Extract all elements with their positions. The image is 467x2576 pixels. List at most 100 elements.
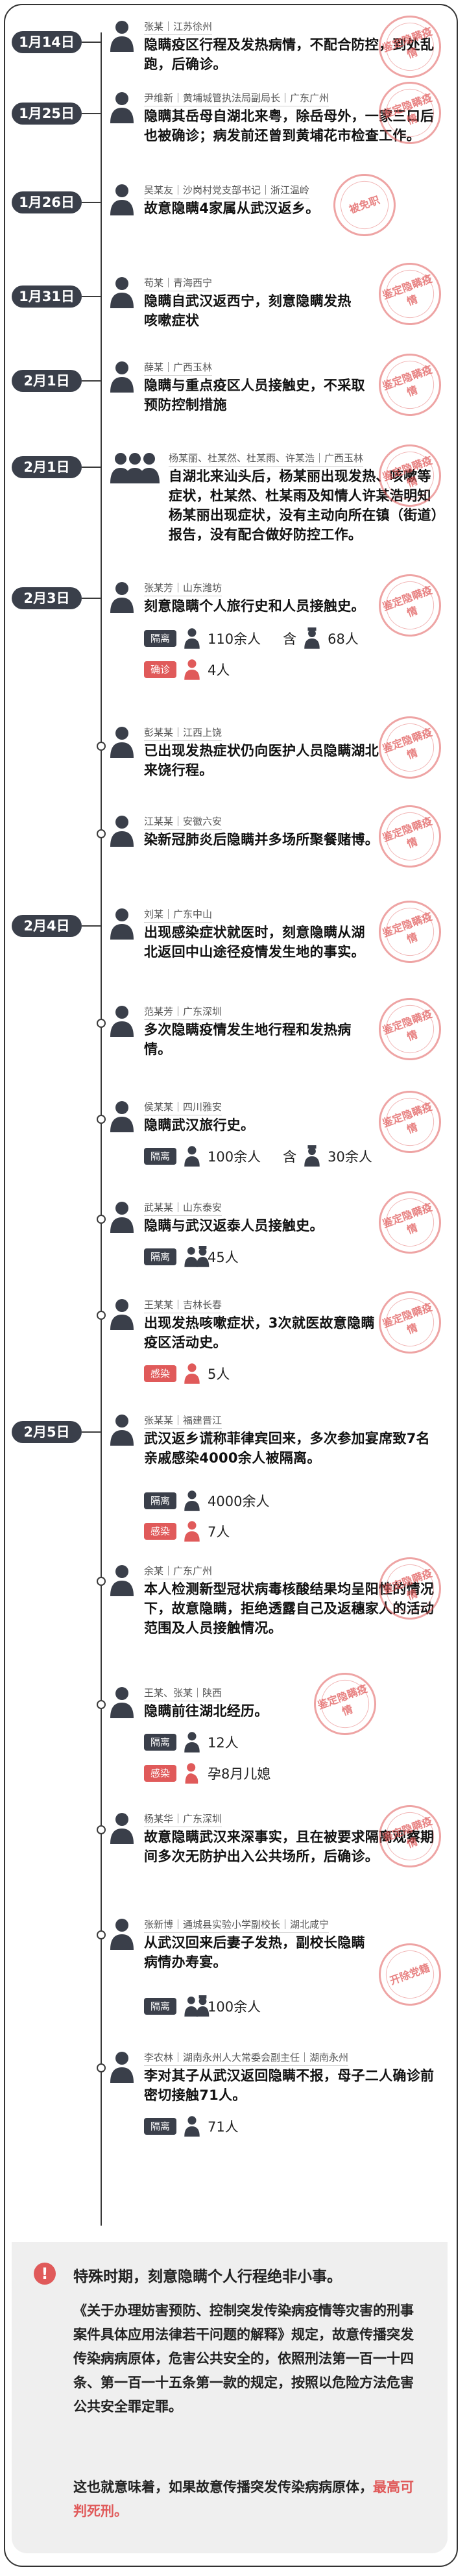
person-icon bbox=[109, 1298, 135, 1331]
entry-description: 武汉返乡谎称菲律宾回来，多次参加宴席致7名亲戚感染4000余人被隔离。 bbox=[144, 1431, 430, 1466]
entry-meta: 吴某友｜沙岗村党支部书记｜浙江温岭 bbox=[144, 183, 310, 199]
person-icon bbox=[109, 2050, 135, 2084]
entry-meta: 苟某｜青海西宁 bbox=[144, 276, 213, 291]
entry-meta: 杨某华｜广东深圳 bbox=[144, 1812, 222, 1827]
infection-tag: 感染 bbox=[144, 1365, 177, 1382]
date-badge: 2月5日 bbox=[12, 1421, 101, 1443]
person-icon bbox=[109, 1564, 135, 1598]
entry-description: 从武汉回来后妻子发热，副校长隐瞒病情办寿宴。 bbox=[144, 1935, 365, 1970]
entry-meta: 张某｜江苏徐州 bbox=[144, 19, 213, 35]
isolation-count: 45人 bbox=[208, 1250, 239, 1265]
timeline-dot bbox=[97, 1930, 106, 1939]
person-icon bbox=[182, 2115, 202, 2137]
infection-tag: 感染 bbox=[144, 1765, 177, 1782]
entry-description: 隐瞒前往湖北经历。 bbox=[144, 1703, 269, 1719]
pregnant-person-icon bbox=[182, 1762, 202, 1784]
isolation-stats: 隔离 100余人 含 30余人 bbox=[144, 1145, 372, 1167]
timeline-dot bbox=[97, 1115, 106, 1124]
person-icon bbox=[109, 1812, 135, 1845]
medical-staff-icon bbox=[302, 627, 322, 650]
entry-description: 隐瞒自武汉返西宁，刻意隐瞒发热咳嗽症状 bbox=[144, 293, 352, 328]
timeline-dot bbox=[97, 1577, 106, 1586]
notice-headline: 特殊时期，刻意隐瞒个人行程绝非小事。 bbox=[73, 2268, 342, 2285]
entry-meta: 彭某某｜江西上饶 bbox=[144, 725, 222, 741]
infection-tag: 感染 bbox=[144, 1523, 177, 1540]
notice-paragraph: 《关于办理妨害预防、控制突发传染病疫情等灾害的刑事案件具体应用法律若干问题的解释… bbox=[73, 2303, 414, 2414]
timeline-dot bbox=[97, 2063, 106, 2072]
isolation-tag: 隔离 bbox=[144, 2118, 177, 2135]
isolation-stats: 隔离 100余人 bbox=[144, 1995, 261, 2017]
timeline-entry: 侯某某｜四川雅安 隐瞒武汉旅行史。 隔离 100余人 含 30余人 鉴定隐瞒疫情 bbox=[104, 1082, 454, 1191]
entry-description: 刻意隐瞒个人旅行史和人员接触史。 bbox=[144, 598, 365, 614]
date-badge: 2月1日 bbox=[12, 370, 101, 392]
timeline-entry: 李农林｜湖南永州人大常委会副主任｜湖南永州 李对其子从武汉返回隐瞒不报，母子二人… bbox=[104, 2050, 454, 2161]
person-icon bbox=[182, 1520, 202, 1542]
person-icon bbox=[182, 1731, 202, 1753]
timeline-entry: 王某、张某｜陕西 隐瞒前往湖北经历。 隔离 12人 感染 孕8月儿媳 鉴定隐瞒疫… bbox=[104, 1664, 454, 1809]
timeline-entry: 苟某｜青海西宁 隐瞒自武汉返西宁，刻意隐瞒发热咳嗽症状 鉴定隐瞒疫情 bbox=[104, 254, 454, 341]
timeline-entry: 张某某｜福建晋江 武汉返乡谎称菲律宾回来，多次参加宴席致7名亲戚感染4000余人… bbox=[104, 1413, 454, 1556]
timeline-frame bbox=[4, 4, 458, 2567]
infection-count: 7人 bbox=[208, 1524, 230, 1540]
expelled-stamp: 开除党籍 bbox=[370, 1934, 450, 2015]
timeline-line bbox=[101, 32, 102, 2226]
date-badge: 2月4日 bbox=[12, 915, 101, 937]
date-badge: 2月1日 bbox=[12, 456, 101, 478]
confirm-count: 4人 bbox=[208, 662, 230, 678]
timeline-entry: 薛某｜广西玉林 隐瞒与重点疫区人员接触史，不采取预防控制措施 鉴定隐瞒疫情 bbox=[104, 345, 454, 431]
person-icon bbox=[182, 1363, 202, 1385]
entry-description: 多次隐瞒疫情发生地行程和发热病情。 bbox=[144, 1022, 352, 1057]
isolation-tag: 隔离 bbox=[144, 1248, 177, 1265]
entry-meta: 李农林｜湖南永州人大常委会副主任｜湖南永州 bbox=[144, 2050, 349, 2066]
timeline-entry: 尹维新｜黄埔城管执法局副局长｜广东广州 隐瞒其岳母自湖北来粤，除岳母外，一家三口… bbox=[104, 73, 454, 175]
medical-count: 30余人 bbox=[328, 1149, 372, 1165]
isolation-tag: 隔离 bbox=[144, 1998, 177, 2015]
person-icon bbox=[109, 1200, 135, 1234]
entry-meta: 杨某丽、杜某然、杜某雨、许某浩｜广西玉林 bbox=[169, 451, 364, 467]
person-icon bbox=[109, 91, 135, 125]
date-badge: 1月14日 bbox=[12, 31, 101, 53]
entry-meta: 尹维新｜黄埔城管执法局副局长｜广东广州 bbox=[144, 91, 329, 106]
confirm-stats: 确诊 4人 bbox=[144, 659, 230, 681]
timeline-entry: 张某｜江苏徐州 隐瞒疫区行程及发热病情，不配合防控，到处乱跑，后确诊。 鉴定隐瞒… bbox=[104, 6, 454, 87]
notice-conclusion-text: 这也就意味着，如果故意传播突发传染病病原体， bbox=[73, 2479, 373, 2495]
person-icon bbox=[109, 360, 135, 394]
timeline-entry: 余某｜广东广州 本人检测新型冠状病毒核酸结果均呈阳性的情况下，故意隐瞒，拒绝透露… bbox=[104, 1548, 454, 1674]
person-icon bbox=[109, 183, 135, 217]
date-badge: 1月26日 bbox=[12, 191, 101, 213]
entry-meta: 武某某｜山东泰安 bbox=[144, 1200, 222, 1216]
notice-conclusion: 这也就意味着，如果故意传播突发传染病病原体，最高可判死刑。 bbox=[73, 2475, 424, 2523]
person-icon bbox=[109, 1004, 135, 1038]
entry-meta: 刘某｜广东中山 bbox=[144, 907, 213, 923]
timeline-dot bbox=[97, 1019, 106, 1028]
person-icon bbox=[109, 1413, 135, 1447]
person-icon bbox=[182, 659, 202, 681]
isolation-stats: 隔离 4000余人 bbox=[144, 1490, 269, 1512]
timeline-entry: 王某某｜吉林长春 出现发热咳嗽症状，3次就医故意隐瞒疫区活动史。 感染 5人 鉴… bbox=[104, 1282, 454, 1402]
entry-description: 隐瞒武汉旅行史。 bbox=[144, 1117, 255, 1133]
timeline-entry: 彭某某｜江西上饶 已出现发热症状仍向医护人员隐瞒湖北来饶行程。 鉴定隐瞒疫情 bbox=[104, 707, 454, 803]
entry-meta: 张某芳｜山东潍坊 bbox=[144, 581, 222, 596]
isolation-count: 4000余人 bbox=[208, 1494, 270, 1509]
person-icon bbox=[182, 1145, 202, 1167]
timeline-entry: 杨某丽、杜某然、杜某雨、许某浩｜广西玉林 自湖北来汕头后，杨某丽出现发热、咳嗽等… bbox=[104, 435, 454, 574]
entry-meta: 江某某｜安徽六安 bbox=[144, 814, 222, 830]
infection-stats: 感染 孕8月儿媳 bbox=[144, 1762, 270, 1784]
warning-icon: ! bbox=[34, 2263, 56, 2285]
entry-description: 染新冠肺炎后隐瞒并多场所聚餐赌博。 bbox=[144, 832, 379, 847]
infection-count: 5人 bbox=[208, 1367, 230, 1382]
entry-meta: 张新博｜通城县实验小学副校长｜湖北咸宁 bbox=[144, 1917, 329, 1933]
timeline-dot bbox=[97, 829, 106, 838]
person-icon bbox=[182, 1490, 202, 1512]
isolation-count: 71人 bbox=[208, 2119, 239, 2135]
entry-meta: 范某芳｜广东深圳 bbox=[144, 1004, 222, 1020]
medical-staff-icon bbox=[182, 1995, 210, 2017]
isolation-count: 100余人 bbox=[208, 1999, 261, 2015]
person-icon bbox=[109, 276, 135, 310]
entry-meta: 侯某某｜四川雅安 bbox=[144, 1100, 222, 1115]
date-badge: 1月31日 bbox=[12, 286, 101, 308]
person-icon bbox=[109, 581, 135, 614]
entry-meta: 王某、张某｜陕西 bbox=[144, 1686, 222, 1701]
timeline-entry: 杨某华｜广东深圳 故意隐瞒武汉来深事实，且在被要求隔离观察期间多次无防护出入公共… bbox=[104, 1796, 454, 1909]
person-icon bbox=[109, 1917, 135, 1951]
